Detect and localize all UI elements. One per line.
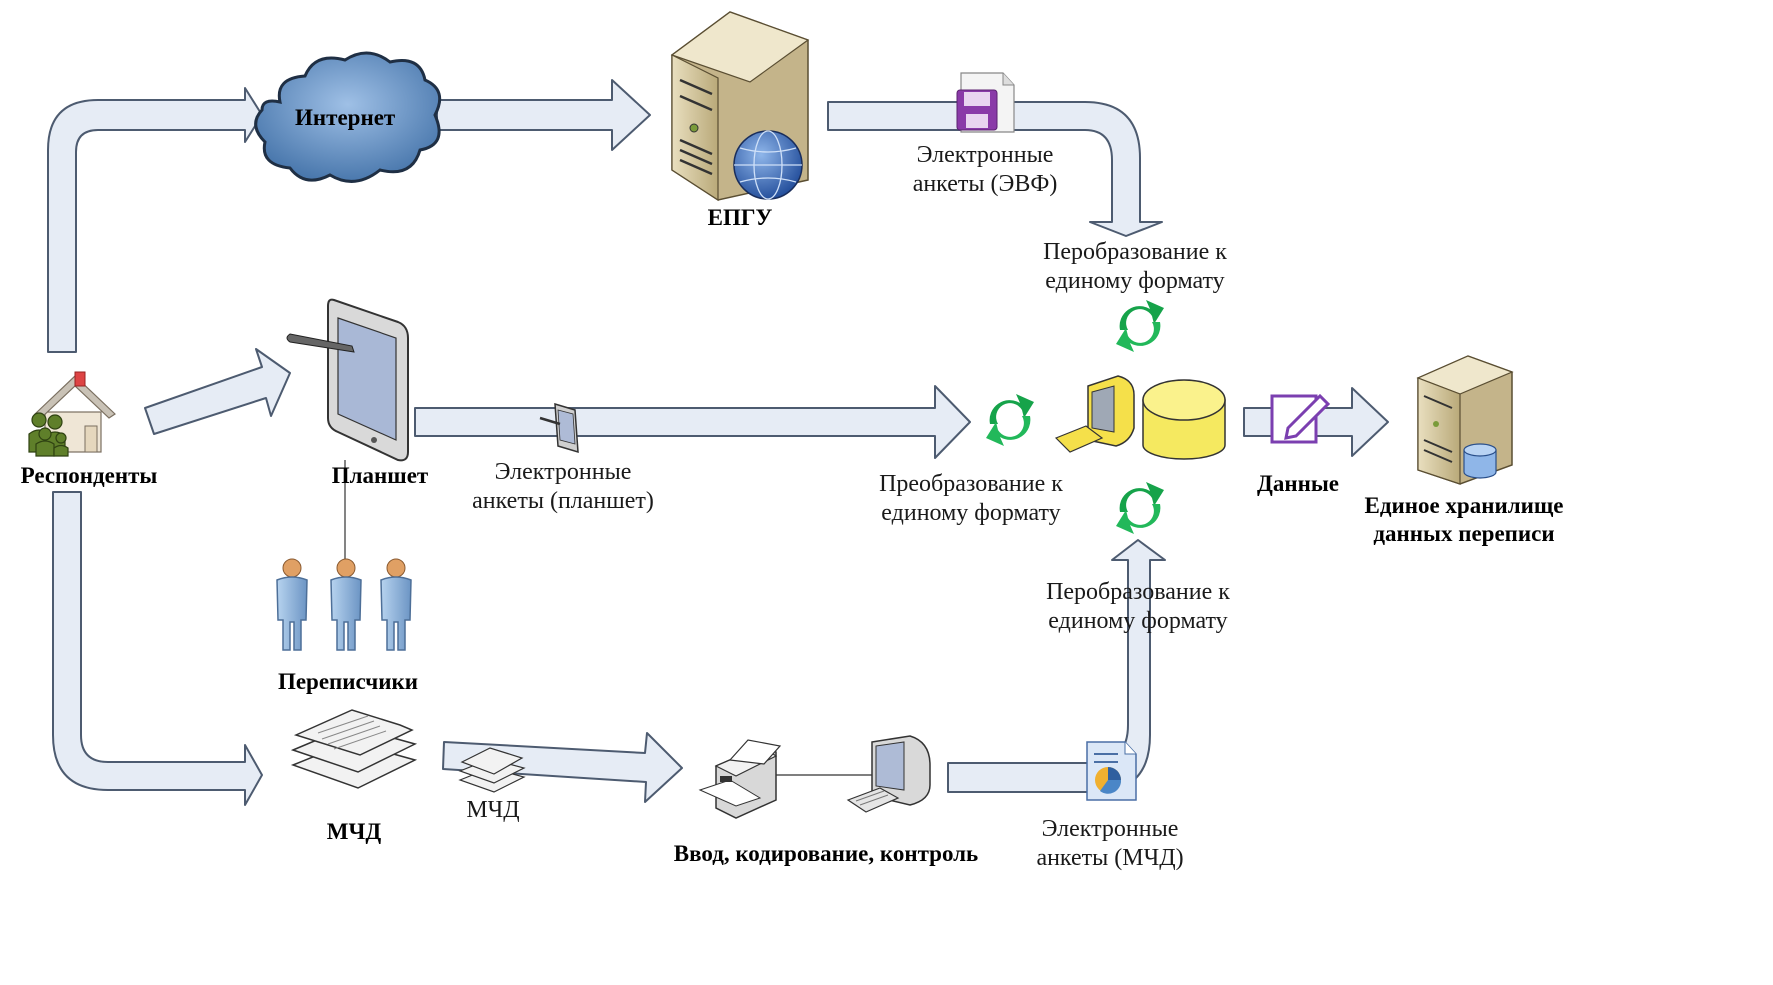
- server-globe-icon: [670, 11, 810, 202]
- epgu-label: ЕПГУ: [707, 205, 773, 230]
- data-label: Данные: [1257, 471, 1339, 496]
- floppy-document-icon: [956, 72, 1015, 133]
- paper-stack-icon: [290, 709, 418, 789]
- printer-icon: [698, 739, 782, 819]
- edit-icon: [1270, 393, 1331, 444]
- mchd-small-label: МЧД: [466, 797, 520, 823]
- e-forms-evf-label: Электронные анкеты (ЭВФ): [912, 142, 1058, 197]
- report-document-icon: [1086, 741, 1137, 801]
- arrow-respondents-mchd: [52, 491, 263, 806]
- arrow-tablet-convert: [414, 385, 971, 459]
- convert-top-label: Перобразование к единому формату: [1043, 239, 1227, 294]
- enumerators-label: Переписчики: [277, 669, 419, 694]
- tablet-pen-icon: [286, 298, 409, 462]
- internet-label: Интернет: [295, 105, 396, 130]
- mchd-label: МЧД: [326, 819, 382, 844]
- small-tablet-icon: [539, 402, 579, 454]
- arrow-respondents-internet: [47, 87, 263, 353]
- arrow-respondents-tablet: [144, 348, 291, 435]
- cloud-icon: [254, 51, 442, 183]
- people-icon: [276, 558, 412, 651]
- computer-icon: [846, 735, 931, 813]
- database-icon: [1142, 379, 1226, 460]
- flow-arrows: [47, 79, 1389, 806]
- house-people-icon: [28, 371, 116, 457]
- server-database-icon: [1416, 355, 1514, 485]
- workstation-icon: [1054, 375, 1135, 453]
- respondents-label: Респонденты: [20, 463, 158, 488]
- tablet-label: Планшет: [331, 463, 429, 488]
- storage-label: Единое хранилище данных переписи: [1364, 493, 1564, 546]
- convert-mid-label: Преобразование к единому формату: [879, 471, 1063, 526]
- e-forms-tablet-label: Электронные анкеты (планшет): [472, 459, 654, 514]
- paper-stack-small-icon: [458, 747, 526, 793]
- arrow-internet-epgu: [436, 79, 651, 151]
- input-label: Ввод, кодирование, контроль: [673, 841, 979, 866]
- e-forms-mchd-label: Электронные анкеты (МЧД): [1036, 816, 1184, 871]
- convert-bottom-label: Перобразование к единому формату: [1046, 579, 1230, 634]
